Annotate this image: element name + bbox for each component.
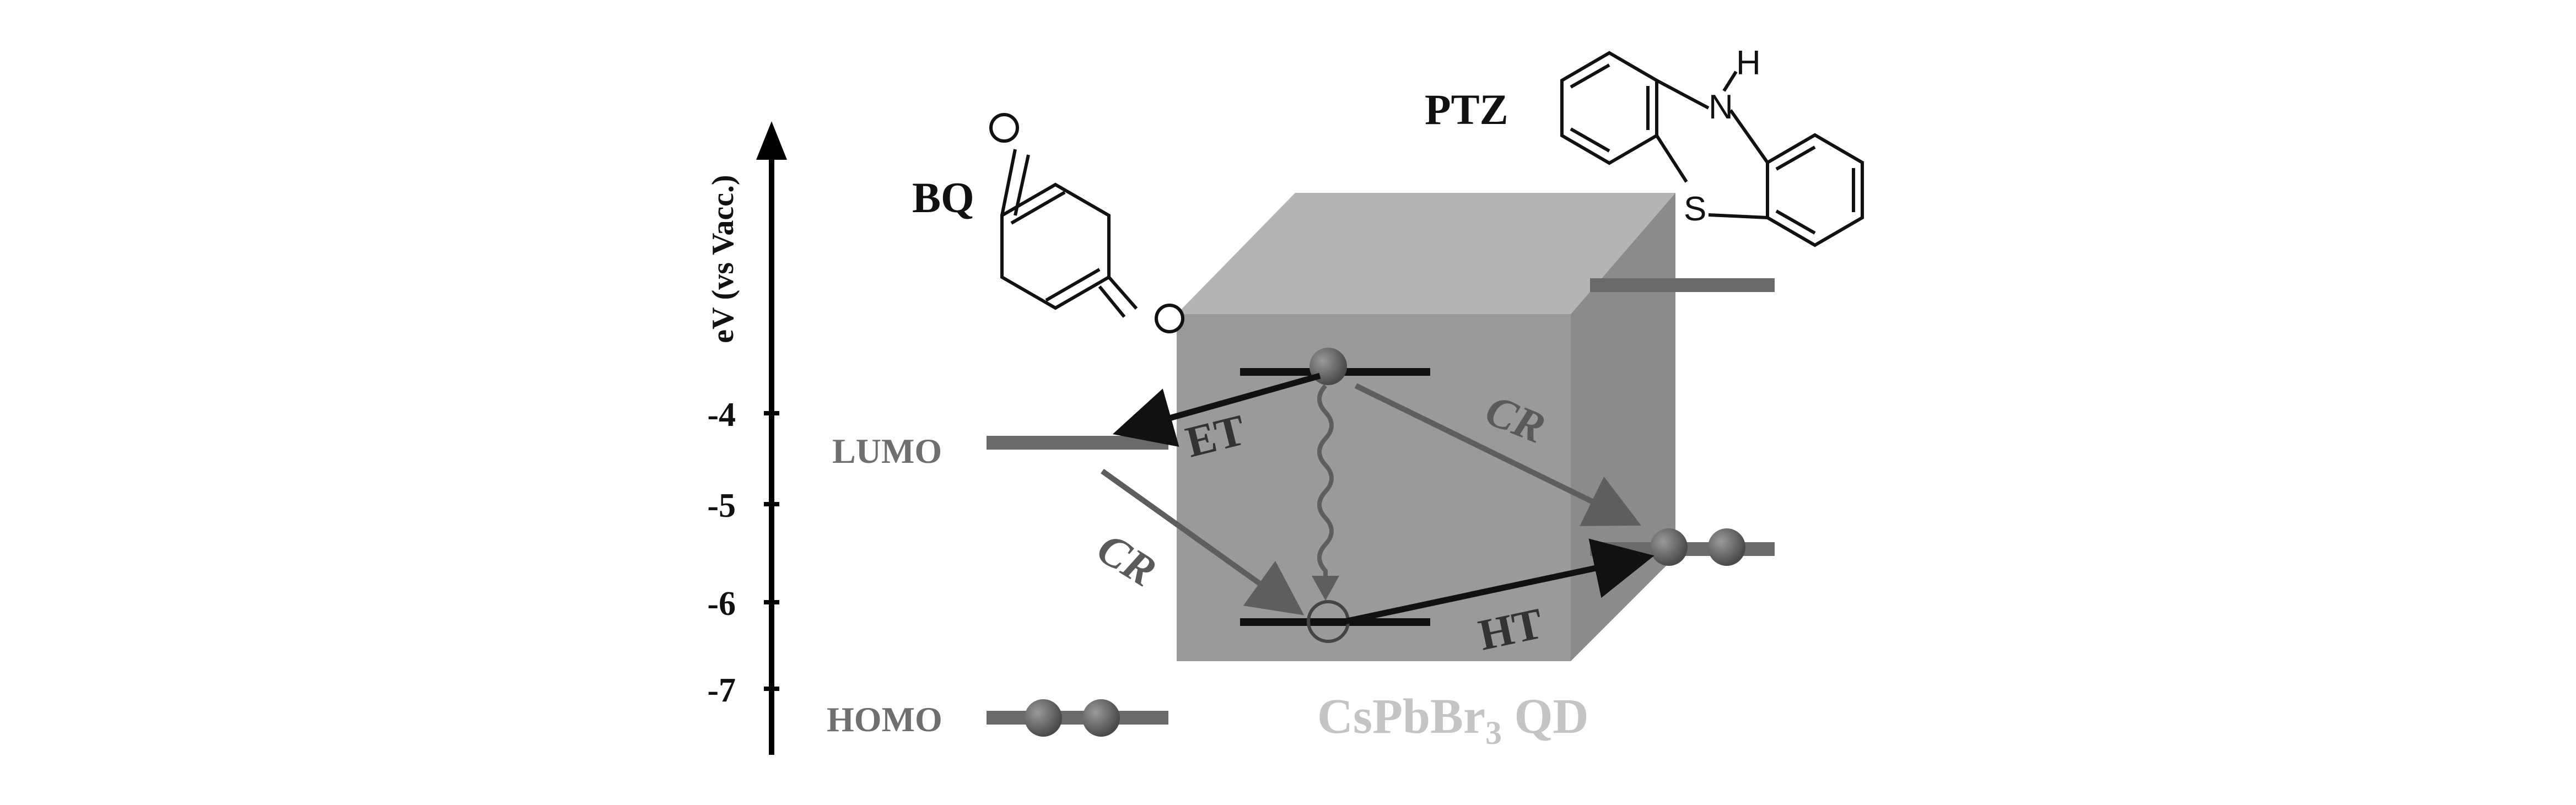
quantum-dot-cube <box>1177 193 1675 661</box>
electron-icon <box>1650 528 1688 566</box>
axis-title: eV (vs Vacc.) <box>706 175 740 343</box>
tick-label: -4 <box>707 396 736 434</box>
relaxation-wavy-arrow <box>1317 384 1334 584</box>
sulfur-atom-label: S <box>1684 190 1706 228</box>
ptz-molecule: N H S PTZ <box>1425 44 1864 247</box>
energy-axis: -4 -5 -6 -7 eV (vs Vacc.) <box>706 121 787 755</box>
homo-label: HOMO <box>827 700 942 739</box>
tick-label: -5 <box>707 487 736 525</box>
nitrogen-atom-label: N <box>1709 88 1733 126</box>
hydrogen-atom-label: H <box>1736 44 1761 82</box>
et-arrow <box>1112 372 1321 447</box>
cr-left-label: CR <box>1088 524 1164 596</box>
qd-name-prefix: CsPbBr <box>1317 689 1485 744</box>
qd-valence-band-bar <box>1240 618 1430 626</box>
electron-icon <box>1708 528 1745 566</box>
oxygen-atom-icon <box>989 113 1019 143</box>
cr-left-arrow <box>1101 468 1305 615</box>
ptz-lumo-bar <box>1590 278 1775 292</box>
electron-icon <box>1025 699 1062 737</box>
bq-homo-bar <box>987 711 1168 725</box>
oxygen-atom-icon <box>1155 304 1184 333</box>
bq-lumo-bar <box>987 436 1168 450</box>
electron-icon <box>1082 699 1120 737</box>
tick-label: -7 <box>707 672 736 709</box>
lumo-label: LUMO <box>832 431 942 471</box>
bq-label: BQ <box>912 174 974 221</box>
qd-name-suffix: QD <box>1502 689 1589 744</box>
qd-name-subscript: 3 <box>1485 715 1502 751</box>
charge-carriers <box>1025 348 1745 737</box>
cube-top-face <box>1177 193 1675 314</box>
transfer-arrows <box>1101 372 1655 625</box>
ht-arrow <box>1344 538 1655 625</box>
axis-arrowhead-icon <box>756 121 787 160</box>
tick-label: -6 <box>707 585 736 623</box>
bq-molecule: BQ <box>912 113 1184 333</box>
ptz-label: PTZ <box>1425 85 1508 133</box>
quantum-dot-label: CsPbBr3 QD <box>1317 689 1589 751</box>
relaxation-arrowhead-icon <box>1312 576 1339 601</box>
cr-right-arrow <box>1354 383 1641 526</box>
